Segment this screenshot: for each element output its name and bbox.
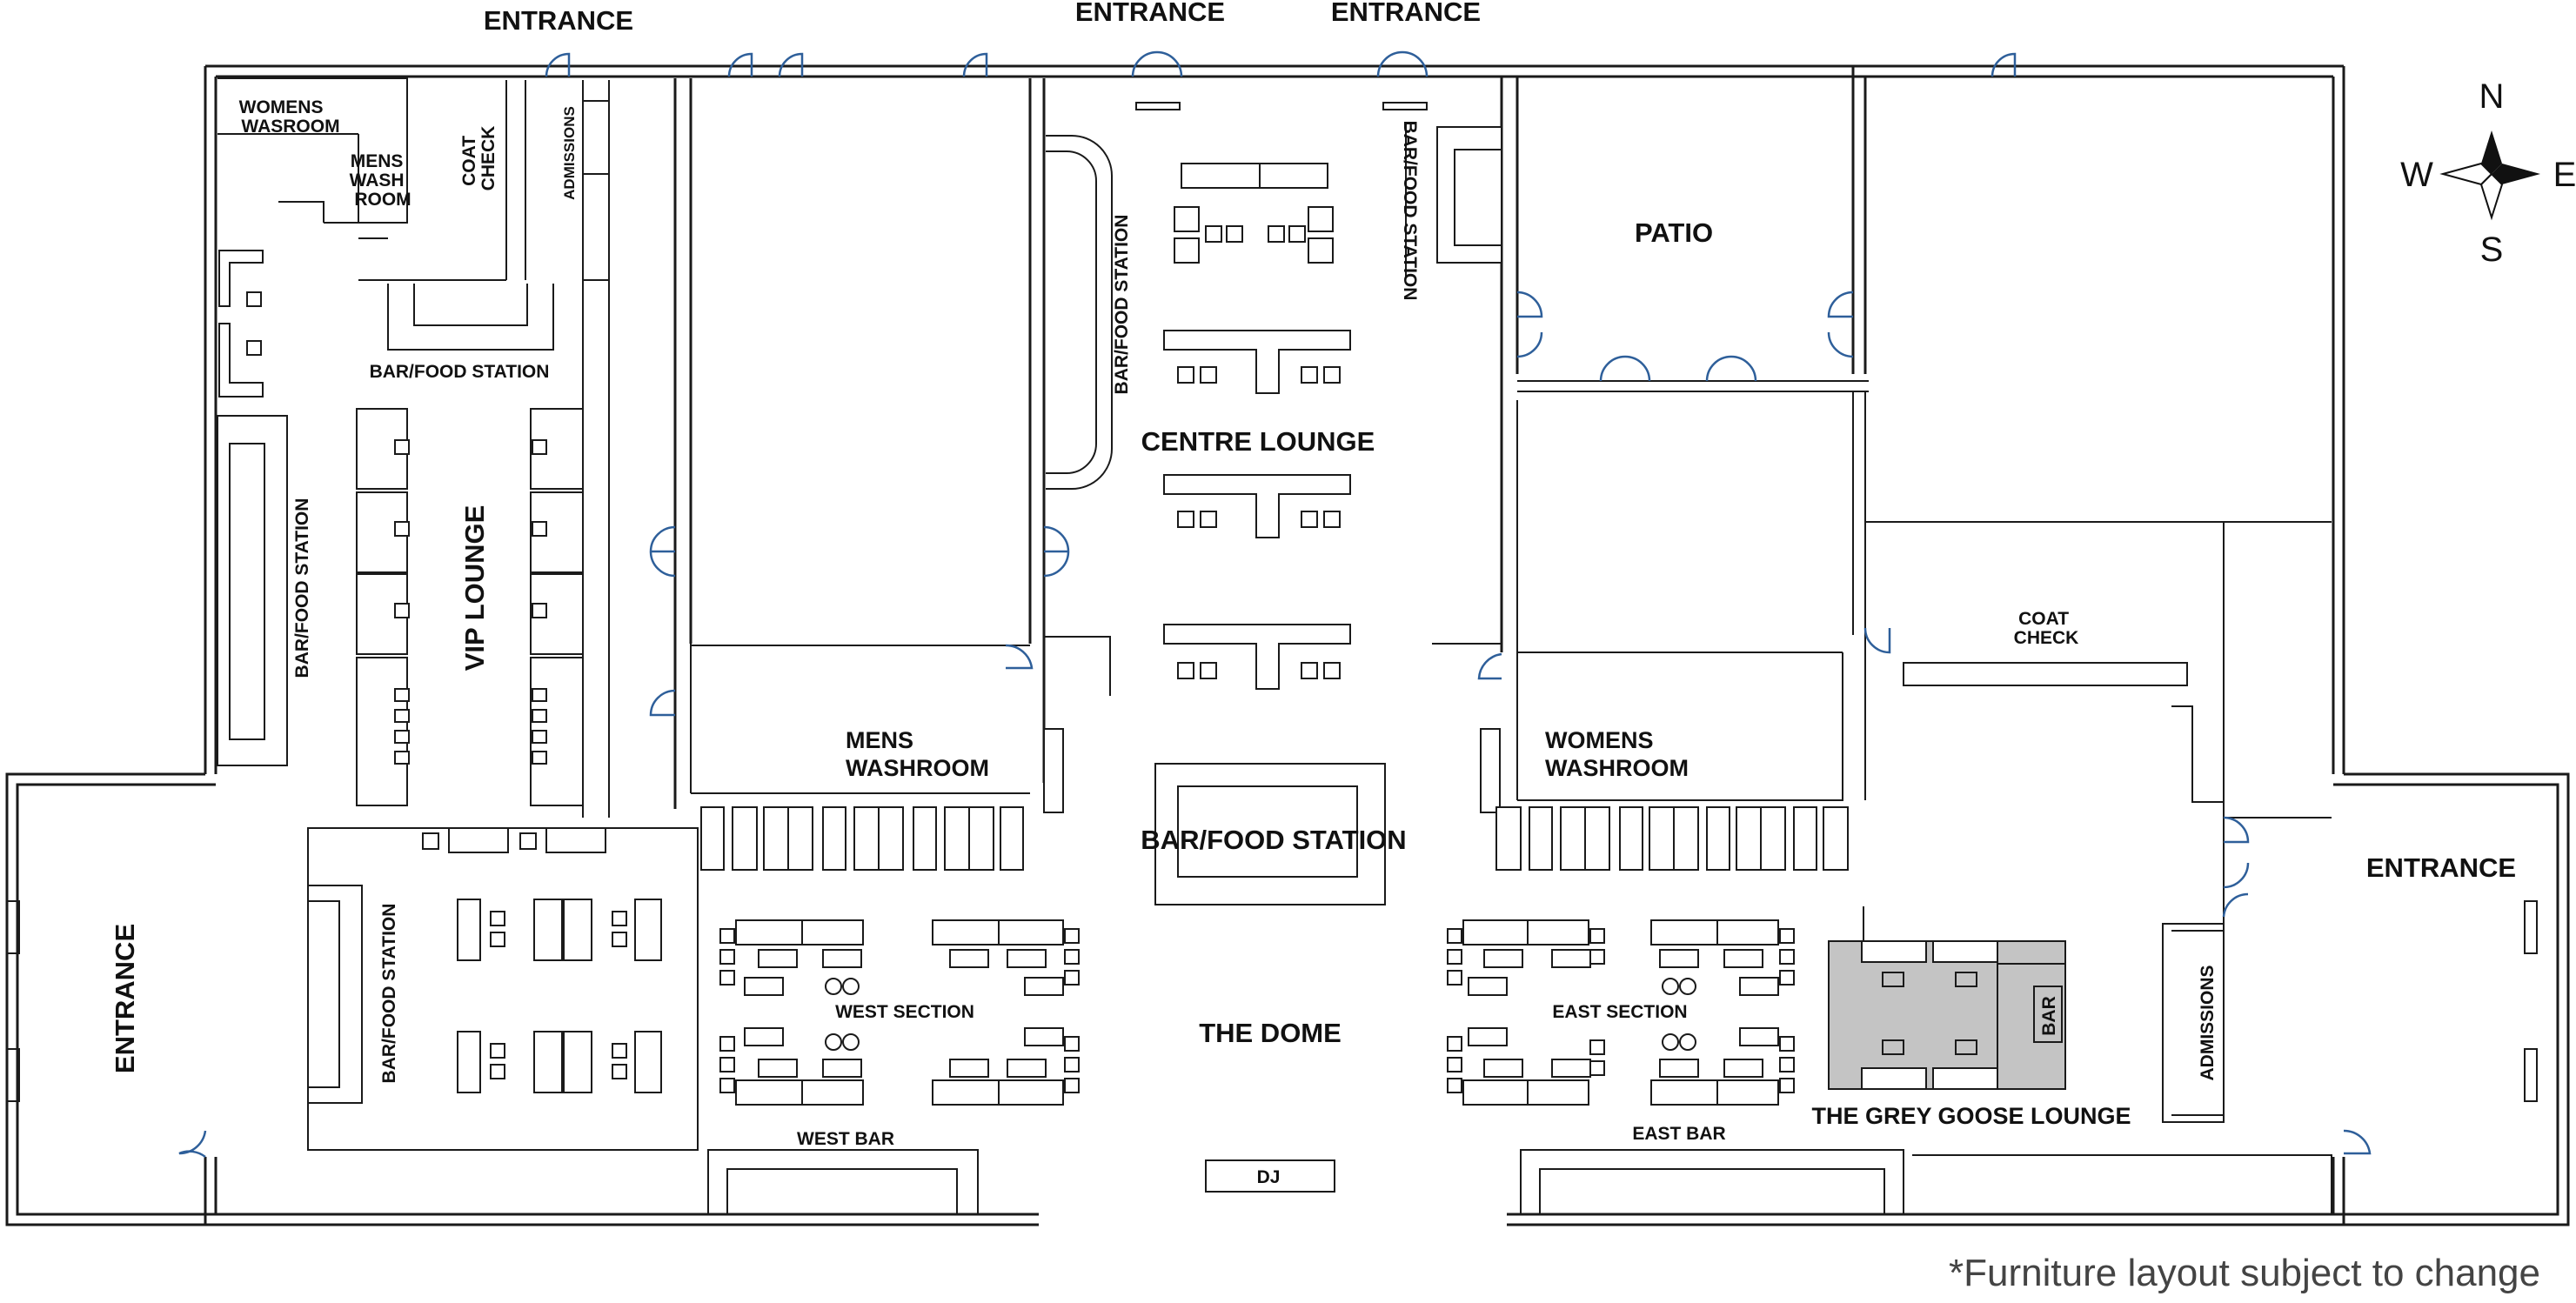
compass-rose-icon (2481, 130, 2502, 174)
label-womens-wasroom: WOMENS WASROOM (239, 97, 340, 137)
label-bar-food-dome: BAR/FOOD STATION (1141, 825, 1406, 855)
vip-booths-right (530, 408, 584, 806)
compass: N S W E (2400, 77, 2576, 269)
vip-booths-left (356, 408, 410, 806)
label-mens-wash-room: MENS WASH ROOM (350, 151, 411, 210)
label-vip-lounge: VIP LOUNGE (459, 505, 490, 672)
label-entrance-top-mid-2: ENTRANCE (1331, 0, 1481, 27)
compass-s: S (2480, 231, 2504, 269)
label-west-section: WEST SECTION (835, 1002, 974, 1022)
furniture (217, 102, 2332, 1215)
label-east-section: EAST SECTION (1552, 1002, 1687, 1022)
label-womens-washroom: WOMENS WASHROOM (1545, 727, 1689, 781)
label-bar-food-centre-right: BAR/FOOD STATION (1400, 121, 1420, 301)
label-entrance-west: ENTRANCE (110, 924, 140, 1073)
label-west-bar: WEST BAR (797, 1129, 894, 1149)
label-grey-goose-lounge: THE GREY GOOSE LOUNGE (1811, 1103, 2131, 1129)
east-stalls (1495, 806, 1849, 871)
room-labels: ENTRANCE ENTRANCE ENTRANCE ENTRANCE ENTR… (110, 0, 2540, 1294)
label-bar-food-centre-left: BAR/FOOD STATION (1112, 215, 1132, 395)
label-admissions-west: ADMISSIONS (561, 106, 578, 200)
label-grey-goose-bar: BAR (2039, 996, 2059, 1036)
label-dj: DJ (1257, 1167, 1281, 1187)
label-bar-food-lower-left: BAR/FOOD STATION (379, 904, 399, 1084)
west-section-tables (719, 919, 1080, 1106)
grey-goose-lounge-area (1828, 906, 2066, 1090)
interior-walls (217, 66, 2332, 1123)
footnote: *Furniture layout subject to change (1949, 1252, 2540, 1294)
label-the-dome: THE DOME (1199, 1018, 1342, 1048)
compass-e: E (2553, 156, 2576, 194)
label-east-bar: EAST BAR (1632, 1124, 1725, 1144)
label-centre-lounge: CENTRE LOUNGE (1141, 426, 1375, 457)
doors (178, 50, 2372, 1159)
west-stalls (700, 806, 1024, 871)
label-entrance-top-left: ENTRANCE (484, 5, 633, 36)
label-mens-washroom: MENS WASHROOM (846, 727, 989, 781)
label-coat-check-east: COAT CHECK (2014, 609, 2079, 648)
label-entrance-east: ENTRANCE (2366, 852, 2516, 883)
compass-w: W (2400, 156, 2433, 194)
label-bar-food-vip-top: BAR/FOOD STATION (370, 362, 550, 382)
label-admissions-east: ADMISSIONS (2198, 965, 2218, 1080)
east-section-tables (1447, 919, 1795, 1106)
compass-n: N (2479, 77, 2505, 116)
label-coat-check-west: COAT CHECK (459, 126, 498, 191)
label-entrance-top-mid-1: ENTRANCE (1075, 0, 1225, 27)
label-bar-food-vip-left: BAR/FOOD STATION (292, 498, 312, 678)
label-patio: PATIO (1635, 217, 1713, 248)
